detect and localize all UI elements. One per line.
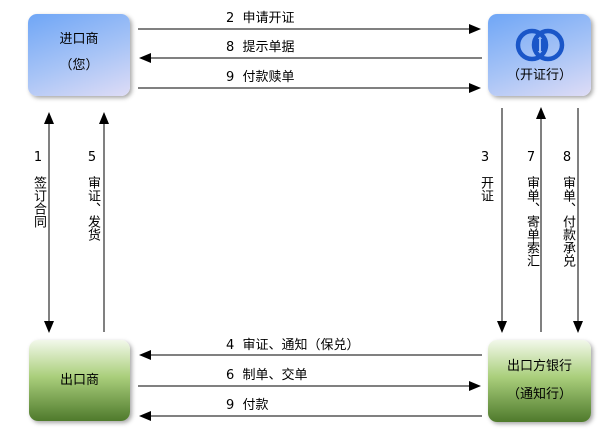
flow-num: 8	[226, 40, 235, 55]
flow-text: 签订合同	[31, 176, 46, 228]
flow-num: 6	[226, 368, 235, 383]
flow-text: 开证	[478, 176, 493, 202]
flow-num: 9	[226, 70, 235, 85]
importer-subtitle: （您）	[59, 58, 99, 73]
flow-num: 1	[33, 150, 43, 165]
issuing-bank-node: （开证行）	[488, 14, 591, 96]
flow-num: 9	[226, 398, 235, 413]
exporter-title: 出口商	[59, 372, 99, 388]
flow-text: 审证、发货	[85, 176, 100, 241]
flow-label-contract: 1 签订合同	[30, 150, 46, 228]
flow-label-ship-goods: 5 审证、发货	[84, 150, 100, 241]
flow-num: 4	[226, 338, 235, 353]
flow-text: 提示单据	[242, 40, 295, 55]
importer-node: 进口商 （您）	[28, 14, 130, 96]
flow-label-accept-pay: 8 审单、付款承兑	[559, 150, 575, 267]
advising-bank-title: 出口方银行	[506, 359, 572, 374]
issuing-bank-subtitle: （开证行）	[506, 68, 572, 83]
flow-label-apply-lc: 2 申请开证	[226, 11, 295, 27]
advising-bank-node: 出口方银行 （通知行）	[488, 340, 591, 422]
advising-bank-subtitle: （通知行）	[506, 387, 572, 402]
flow-text: 审单、寄单索汇	[524, 176, 539, 267]
flow-label-payment: 9 付款	[226, 398, 269, 414]
importer-title: 进口商	[59, 32, 99, 47]
flow-label-advise: 4 审证、通知（保兑）	[226, 338, 360, 354]
flow-label-present-docs: 8 提示单据	[226, 40, 295, 56]
flow-num: 5	[87, 150, 97, 165]
flow-text: 付款赎单	[242, 70, 295, 85]
flow-label-pay-redeem: 9 付款赎单	[226, 70, 295, 86]
flow-label-send-docs: 7 审单、寄单索汇	[523, 150, 539, 267]
flow-num: 8	[562, 150, 572, 165]
flow-text: 审证、通知（保兑）	[242, 338, 360, 353]
flow-num: 7	[526, 150, 536, 165]
flow-label-present: 6 制单、交单	[226, 368, 308, 384]
flow-text: 制单、交单	[242, 368, 308, 383]
bank-logo-icon	[515, 28, 564, 62]
exporter-node: 出口商	[29, 340, 130, 421]
flow-num: 3	[480, 150, 490, 165]
flow-text: 审单、付款承兑	[560, 176, 575, 267]
flow-num: 2	[226, 11, 235, 26]
flow-text: 付款	[242, 398, 269, 413]
flow-label-issue-lc: 3 开证	[477, 150, 493, 202]
flow-text: 申请开证	[242, 11, 295, 26]
